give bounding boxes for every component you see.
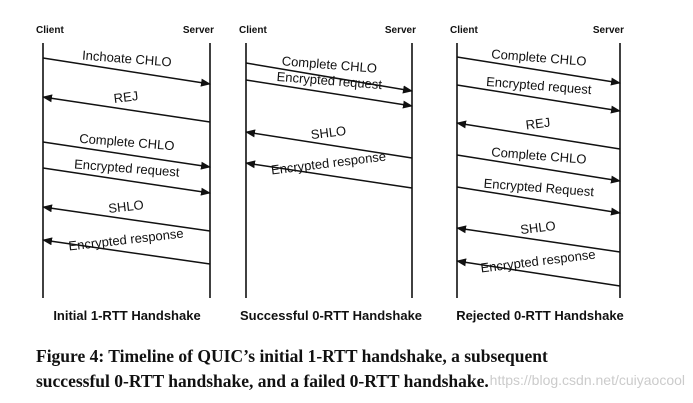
caption-line-2: successful 0-RTT handshake, and a failed… <box>36 371 489 391</box>
message-arrow <box>42 57 211 87</box>
client-label: Client <box>36 25 64 36</box>
message-arrow <box>42 167 211 196</box>
message-arrow <box>245 79 413 109</box>
message-label: Complete CHLO <box>79 131 175 153</box>
message-arrow <box>245 160 413 189</box>
message-arrow <box>456 225 621 253</box>
message-label: Complete CHLO <box>281 53 377 75</box>
message-label: Inchoate CHLO <box>82 48 173 70</box>
message-label: Encrypted Request <box>483 176 595 200</box>
message-label: Encrypted response <box>480 247 597 276</box>
server-label: Server <box>593 25 624 36</box>
message-arrow <box>456 56 621 86</box>
message-arrow <box>456 186 621 216</box>
figure-caption: Figure 4: Timeline of QUIC’s initial 1-R… <box>36 344 676 394</box>
message-arrow <box>456 154 621 184</box>
panel-title: Successful 0-RTT Handshake <box>240 308 422 323</box>
watermark: https://blog.csdn.net/cuiyaocool <box>489 372 685 388</box>
message-arrow <box>42 141 211 170</box>
message-arrow <box>42 94 211 123</box>
message-label: SHLO <box>310 123 347 142</box>
message-arrow <box>456 120 621 150</box>
client-label: Client <box>450 25 478 36</box>
message-label: Complete CHLO <box>491 46 587 68</box>
message-arrow <box>456 258 621 287</box>
panel-title: Initial 1-RTT Handshake <box>53 308 200 323</box>
message-label: SHLO <box>519 218 556 237</box>
message-arrow <box>245 129 413 159</box>
message-label: REJ <box>113 88 139 106</box>
message-label: REJ <box>525 115 551 133</box>
message-arrow <box>456 84 621 114</box>
message-arrow <box>42 237 211 265</box>
message-label: SHLO <box>108 197 145 216</box>
server-label: Server <box>385 25 416 36</box>
message-arrow <box>245 62 413 94</box>
panel-title: Rejected 0-RTT Handshake <box>456 308 624 323</box>
caption-line-1: Figure 4: Timeline of QUIC’s initial 1-R… <box>36 346 548 366</box>
message-label: Complete CHLO <box>491 144 587 166</box>
message-label: Encrypted request <box>486 74 593 97</box>
server-label: Server <box>183 25 214 36</box>
message-arrow <box>42 204 211 232</box>
message-label: Encrypted response <box>68 226 185 254</box>
client-label: Client <box>239 25 267 36</box>
message-label: Encrypted response <box>270 149 387 178</box>
